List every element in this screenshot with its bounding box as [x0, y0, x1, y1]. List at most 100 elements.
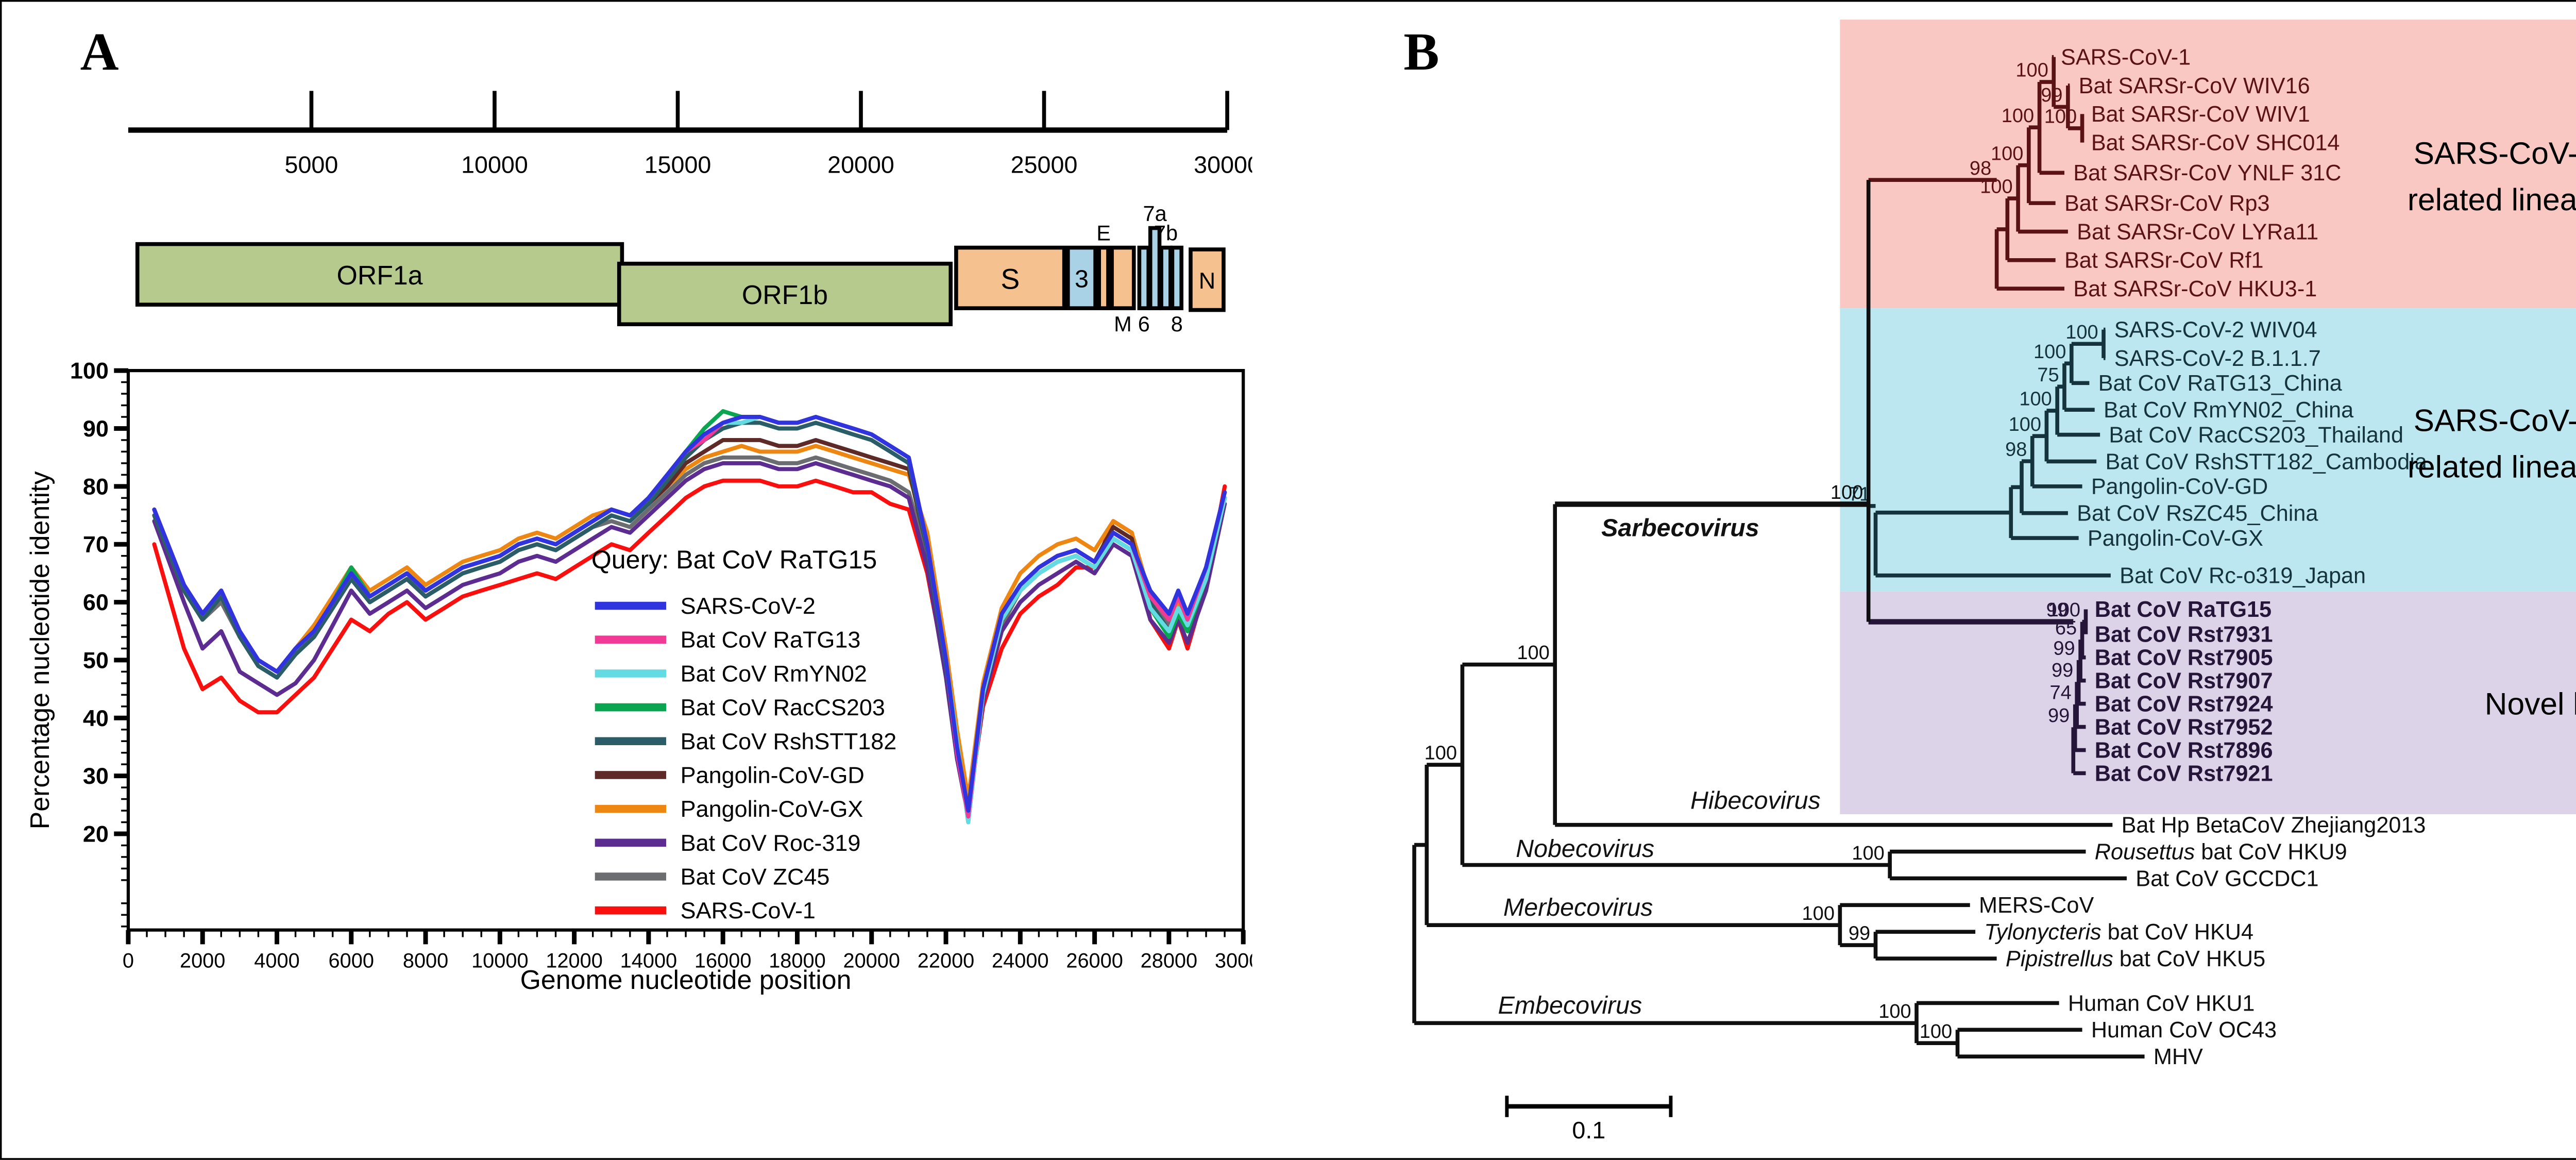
y-tick-label: 20 — [83, 821, 109, 847]
x-tick-label: 28000 — [1141, 949, 1198, 972]
taxon-label: MERS-CoV — [1979, 893, 2094, 918]
panel-a-label: A — [80, 23, 119, 82]
genus-label-Merbecovirus: Merbecovirus — [1503, 894, 1653, 921]
x-tick-label: 6000 — [329, 949, 374, 972]
taxon-label: Bat CoV Rc-o319_Japan — [2120, 564, 2366, 589]
bootstrap-value: 100 — [2048, 599, 2080, 621]
bootstrap-value: 100 — [2044, 106, 2077, 128]
gene-box-N — [1189, 247, 1226, 312]
bootstrap-value: 75 — [2037, 364, 2059, 386]
lineage-box-sars-cov-1-related — [1840, 20, 2576, 309]
x-tick-label: 20000 — [843, 949, 900, 972]
lineage-label-novel: Novel lineage — [2484, 686, 2576, 722]
genome-ruler-tick-label: 15000 — [645, 151, 711, 178]
gene-label-8: 8 — [1171, 312, 1183, 336]
x-tick-label: 0 — [123, 949, 134, 972]
x-tick-label: 14000 — [620, 949, 677, 972]
y-tick-label: 70 — [83, 531, 109, 558]
taxon-label: Human CoV HKU1 — [2068, 991, 2255, 1016]
lineage-box-sars-cov-2-related — [1840, 308, 2576, 592]
gene-label-E: E — [1096, 221, 1111, 245]
taxon-label: Bat CoV Rst7952 — [2095, 715, 2273, 739]
taxon-label: Bat SARSr-CoV WIV1 — [2091, 102, 2310, 127]
y-tick-label: 50 — [83, 647, 109, 673]
taxon-label: MHV — [2154, 1045, 2203, 1069]
x-tick-label: 26000 — [1066, 949, 1123, 972]
bootstrap-value: 100 — [1878, 1001, 1911, 1022]
gene-box-ORF1b — [617, 261, 953, 327]
genome-ruler-tick-label: 30000 — [1194, 151, 1252, 178]
simplot-x-axis-title: Genome nucleotide position — [520, 965, 852, 996]
legend-entry-label: Bat CoV RshSTT182 — [681, 728, 897, 754]
lineage-box-novel-lineage — [1840, 591, 2576, 814]
x-tick-label: 24000 — [992, 949, 1049, 972]
taxon-label: Bat CoV RmYN02_China — [2104, 398, 2354, 423]
taxon-label: Bat CoV GCCDC1 — [2136, 866, 2318, 891]
bootstrap-value: 98 — [1970, 158, 1991, 179]
bootstrap-value: 100 — [2009, 414, 2041, 435]
taxon-label: Bat CoV Rst7931 — [2095, 623, 2273, 647]
bootstrap-value: 100 — [1802, 903, 1835, 924]
bootstrap-value: 100 — [1991, 143, 2023, 164]
simplot-legend-title: Query: Bat CoV RaTG15 — [591, 547, 877, 576]
x-tick-label: 12000 — [546, 949, 603, 972]
y-tick-label: 30 — [83, 763, 109, 789]
bootstrap-value: 100 — [2019, 389, 2052, 410]
y-tick-label: 80 — [83, 473, 109, 499]
legend-entry-label: Bat CoV RaTG13 — [681, 627, 861, 653]
taxon-label: Pipistrellus bat CoV HKU5 — [2006, 947, 2265, 971]
taxon-label: Bat SARSr-CoV YNLF 31C — [2073, 161, 2341, 186]
genus-label-Sarbecovirus: Sarbecovirus — [1601, 514, 1759, 542]
gene-box-3 — [1065, 245, 1097, 310]
gene-label-S: S — [1001, 263, 1020, 295]
gene-label-3: 3 — [1075, 265, 1089, 293]
genome-ruler-tick-label: 5000 — [285, 151, 338, 178]
genus-label-Nobecovirus: Nobecovirus — [1516, 835, 1654, 863]
panel-b-label: B — [1403, 23, 1439, 82]
genome-map-and-simplot: 50001000015000200002500030000ORF1aORF1bS… — [70, 91, 1252, 972]
x-tick-label: 8000 — [403, 949, 448, 972]
taxon-label: Bat CoV Rst7924 — [2095, 692, 2273, 716]
taxon-label: SARS-CoV-2 B.1.1.7 — [2114, 346, 2321, 371]
bootstrap-value: 100 — [1517, 642, 1549, 664]
gene-label-ORF1a: ORF1a — [337, 260, 423, 290]
taxon-label: SARS-CoV-2 WIV04 — [2114, 317, 2317, 342]
x-tick-label: 2000 — [180, 949, 225, 972]
x-tick-label: 18000 — [769, 949, 826, 972]
simplot-curve-SARS-CoV-2 — [152, 415, 1227, 813]
taxon-label: Bat SARSr-CoV Rp3 — [2064, 191, 2270, 216]
y-tick-label: 40 — [83, 705, 109, 731]
taxon-label: Bat CoV Rst7896 — [2095, 738, 2273, 763]
gene-label-ORF1b: ORF1b — [742, 280, 828, 310]
simplot-y-axis-title: Percentage nucleotide identity — [26, 471, 56, 830]
bootstrap-value: 99 — [2048, 705, 2070, 727]
legend-entry-label: SARS-CoV-2 — [681, 593, 816, 619]
taxon-label: SARS-CoV-1 — [2061, 45, 2191, 70]
taxon-label: Bat CoV RshSTT182_Cambodia — [2105, 449, 2427, 474]
taxon-label: Bat Hp BetaCoV Zhejiang2013 — [2122, 813, 2426, 838]
taxon-label: Bat CoV Rst7905 — [2095, 646, 2273, 670]
gene-box-E — [1097, 245, 1110, 310]
x-tick-label: 10000 — [471, 949, 529, 972]
legend-entry-label: Bat CoV RacCS203 — [681, 694, 885, 720]
bootstrap-value: 100 — [1852, 843, 1884, 864]
x-tick-label: 4000 — [254, 949, 299, 972]
taxon-label: Bat SARSr-CoV LYRa11 — [2077, 220, 2318, 244]
gene-label-6: 6 — [1138, 312, 1150, 336]
bootstrap-value: 100 — [1425, 743, 1457, 764]
taxon-label: Bat CoV Rst7907 — [2095, 669, 2273, 694]
bootstrap-value: 100 — [2002, 105, 2034, 127]
bootstrap-value: 99 — [2041, 85, 2062, 106]
gene-box-6 — [1137, 245, 1150, 310]
simplot-curve-Bat CoV Roc-319 — [152, 461, 1227, 819]
bootstrap-value: 100 — [2015, 60, 2048, 81]
bootstrap-value: 99 — [1849, 923, 1870, 945]
gene-box-S — [954, 245, 1066, 310]
bootstrap-value: 100 — [1920, 1021, 1952, 1043]
taxon-label: Bat SARSr-CoV Rf1 — [2064, 248, 2264, 273]
taxon-label: Rousettus bat CoV HKU9 — [2095, 839, 2347, 864]
genus-label-Embecovirus: Embecovirus — [1498, 991, 1642, 1019]
bootstrap-value: 98 — [2005, 439, 2027, 461]
